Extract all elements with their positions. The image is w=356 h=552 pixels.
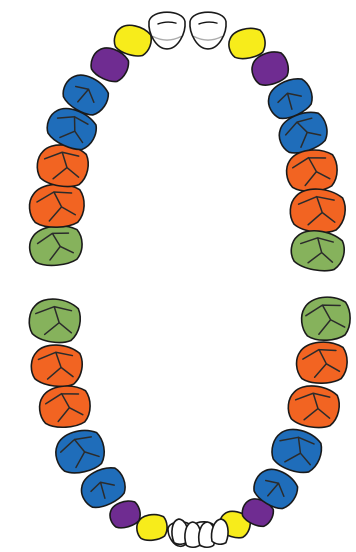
tooth-crown [27, 297, 82, 345]
tooth-crown [38, 384, 93, 430]
upper-arch-left-wisdom-tooth [27, 223, 85, 269]
lower-arch-right-wisdom-tooth [299, 295, 352, 343]
upper-arch-right-incisor-tooth [190, 12, 226, 49]
tooth-crown [286, 384, 341, 430]
tooth-crown [295, 340, 348, 384]
upper-arch [27, 12, 346, 273]
tooth-crown [149, 12, 185, 49]
lower-arch-right-third-molar-tooth [295, 340, 348, 384]
tooth-crown [27, 223, 85, 269]
upper-arch-right-third-molar-tooth [289, 187, 347, 234]
upper-arch-left-incisor-tooth [149, 12, 185, 49]
tooth-crown [190, 12, 226, 49]
tooth-crown [299, 295, 352, 343]
upper-arch-right-wisdom-tooth [289, 228, 347, 274]
upper-arch-right-second-molar-tooth [285, 148, 340, 194]
lower-arch-left-second-molar-tooth [38, 384, 93, 430]
lower-arch-right-second-molar-tooth [286, 384, 341, 430]
tooth-crown [285, 148, 340, 194]
tooth-crown [30, 343, 83, 387]
tooth-crown [289, 228, 347, 274]
lower-arch [27, 295, 352, 548]
lower-arch-left-wisdom-tooth [27, 297, 82, 345]
tooth-crown [28, 182, 86, 229]
tooth-crown [289, 187, 347, 234]
upper-arch-left-third-molar-tooth [28, 182, 86, 229]
lower-arch-left-third-molar-tooth [30, 343, 83, 387]
